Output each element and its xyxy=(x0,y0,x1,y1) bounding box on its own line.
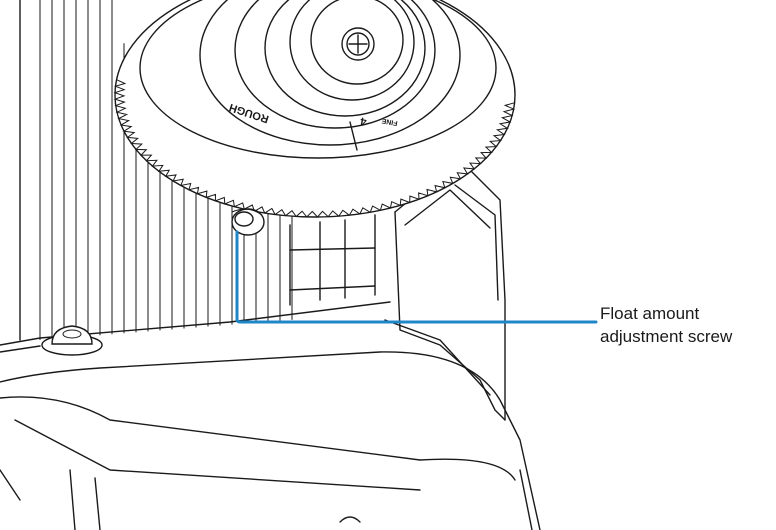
adjustment-screw xyxy=(231,208,265,236)
base-plate-edge xyxy=(0,301,391,346)
callout-label-line-2: adjustment screw xyxy=(600,327,733,346)
knurled-dial xyxy=(113,0,516,218)
shaft-block xyxy=(289,214,376,306)
dial-label-tick: 4 xyxy=(359,114,368,127)
base-bolt xyxy=(41,325,103,356)
dial-index-mark xyxy=(349,121,358,151)
center-screw xyxy=(341,27,375,61)
knurl-teeth-path xyxy=(113,79,516,218)
base-plate-lower-edge xyxy=(0,345,41,353)
callout-leader-line xyxy=(235,230,598,324)
dial-knurl-teeth xyxy=(113,79,516,218)
dial-face xyxy=(199,0,461,146)
dial-label-fine: FINE xyxy=(381,117,398,127)
front-platform xyxy=(0,351,541,530)
callout-label: Float amount adjustment screw xyxy=(600,302,776,348)
callout-label-line-1: Float amount xyxy=(600,304,700,323)
